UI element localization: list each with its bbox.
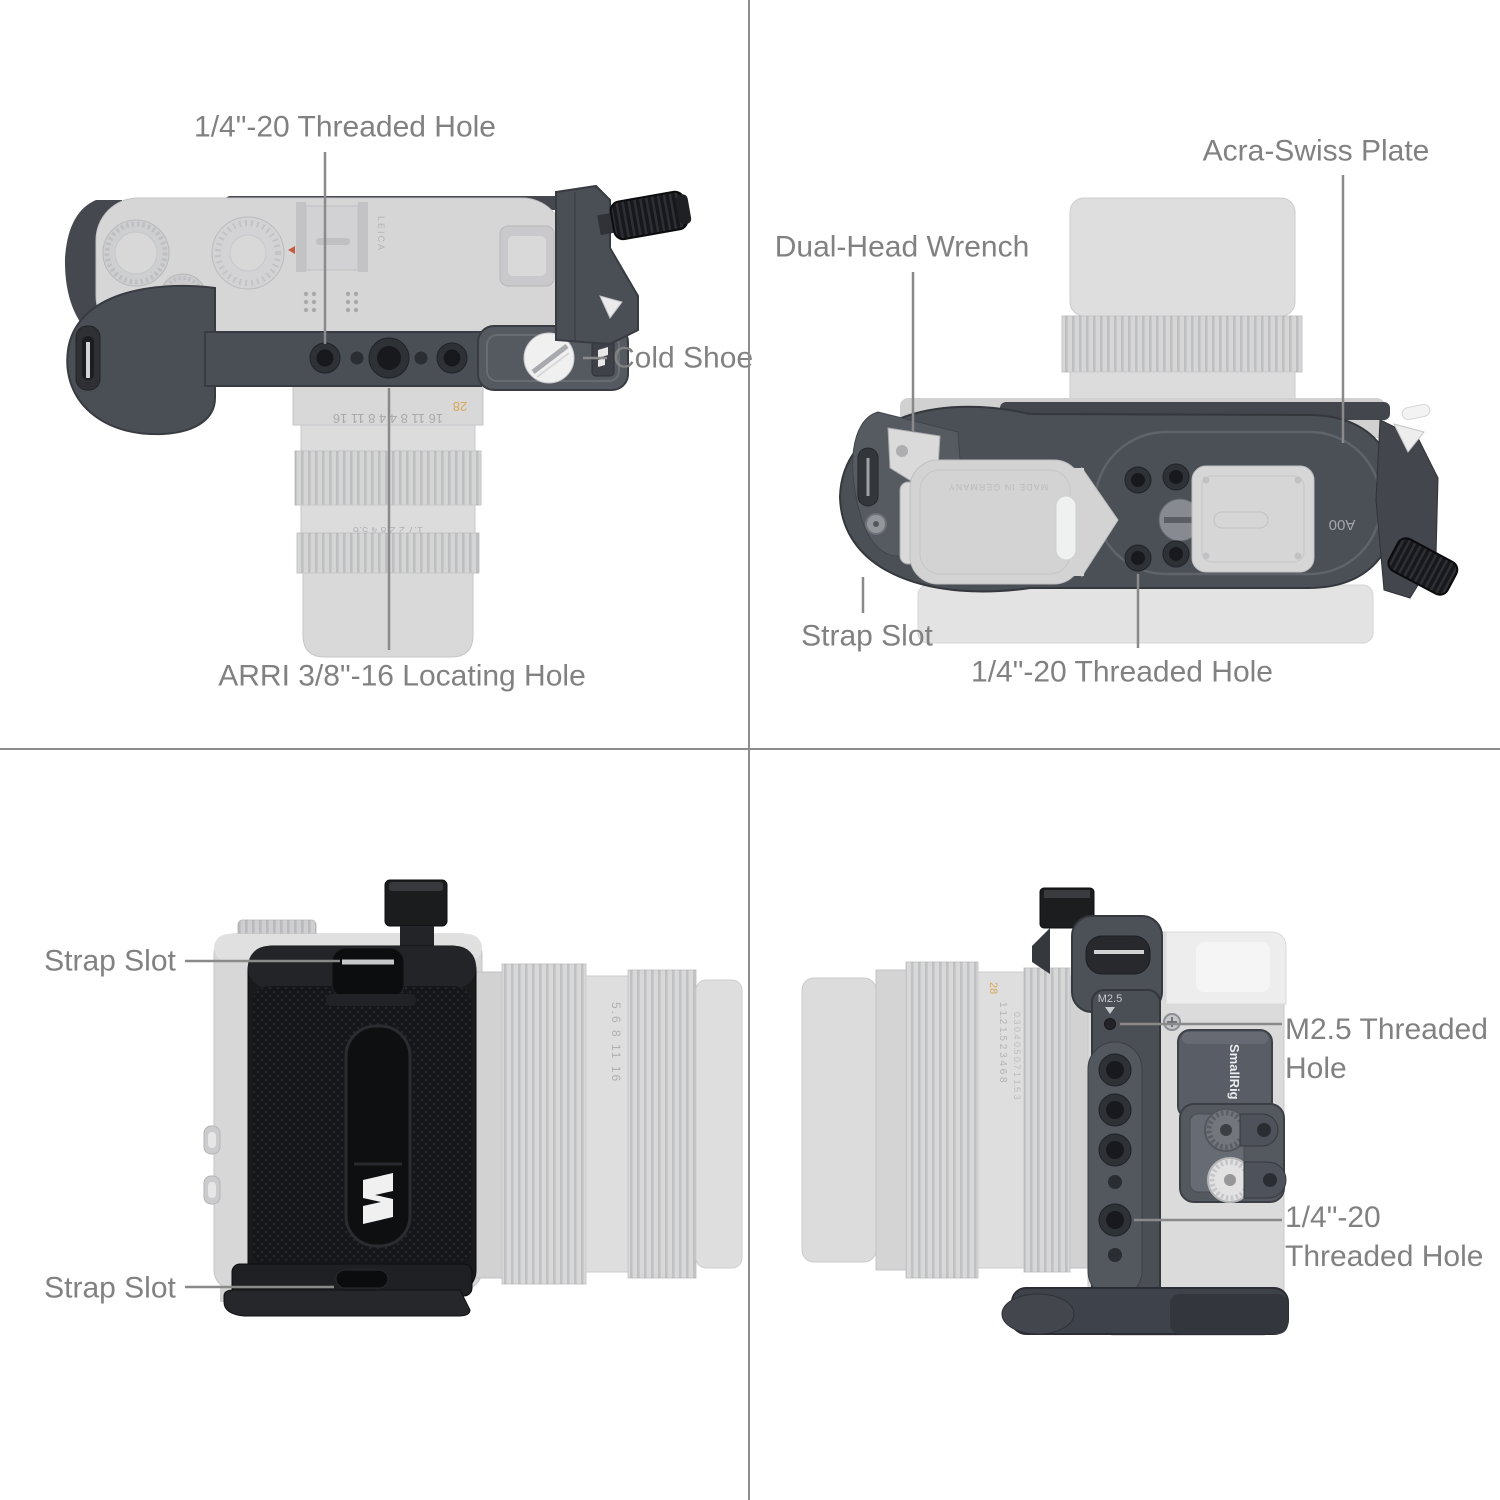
callout-lines-bottom-right (1120, 1022, 1282, 1222)
lens-ghost-bottom-view (1061, 197, 1303, 421)
lock-lever (1393, 423, 1425, 453)
bottom-rail (204, 331, 482, 387)
lens-focal-engraving: 28 (453, 399, 467, 414)
locating-pin-hole (350, 351, 364, 365)
base-skirt (223, 1289, 471, 1317)
dial-index-mark (288, 246, 295, 254)
thumbscrew-knob (1387, 537, 1459, 596)
strap-slot-opening (1085, 935, 1151, 975)
a00-engraving: A00 (1329, 516, 1356, 533)
callout-lines-top-left (323, 152, 607, 650)
label-m25-threaded-hole: M2.5 Threaded Hole (1285, 1010, 1488, 1088)
lens-scale-engraving: 5.6 8 11 16 (609, 1002, 623, 1083)
door-finger-slot (1055, 495, 1077, 561)
lens-scale-engraving: 1 1.2 1.5 2 3 4 6 8 (997, 1002, 1008, 1083)
top-view-illustration: 16 11 8 4 4 8 11 16 28 1.7 2 2.8 4 5.6 (64, 152, 692, 658)
locating-pin-hole (414, 351, 428, 365)
locating-pin-hole (1108, 1175, 1122, 1189)
label-strap-slot-bottom-view: Strap Slot (801, 619, 933, 653)
m25-engraving: M2.5 (1098, 993, 1122, 1005)
lens-ghost-side: 5.6 8 11 16 (475, 963, 743, 1285)
speaker-holes (303, 291, 359, 313)
smallrig-engraving: SmallRig (1227, 1044, 1242, 1100)
label-quarter20-line1: 1/4"-20 (1285, 1201, 1381, 1234)
leica-engraving: LEICA (376, 216, 386, 252)
label-arri-hole: ARRI 3/8"-16 Locating Hole (218, 659, 586, 693)
l-bracket-top-view (66, 184, 692, 436)
callout-lines-bottom-left (185, 959, 340, 1289)
m25-threaded-hole (1104, 1018, 1116, 1030)
grip-bulge (66, 285, 216, 436)
baseplate-foot (1001, 1293, 1075, 1335)
label-threaded-hole-bottom-view: 1/4"-20 Threaded Hole (971, 655, 1273, 689)
m25-pointer-mark (1105, 1007, 1115, 1014)
label-acra-swiss-plate: Acra-Swiss Plate (1202, 134, 1430, 168)
hot-shoe-rail (296, 202, 306, 272)
release-latch (1401, 403, 1431, 421)
label-m25-line1: M2.5 Threaded (1285, 1013, 1488, 1046)
callout-lines-top-right (861, 175, 1345, 648)
side-cage: M2.5 SmallRig (1001, 887, 1289, 1335)
camera-front-ghost (917, 584, 1374, 644)
label-m25-line2: Hole (1285, 1052, 1347, 1085)
cage-side-view-illustration: 28 1 1.2 1.5 2 3 4 6 8 0.3 0.4 0.5 0.7 1… (801, 887, 1289, 1336)
bottom-view-illustration: MADE IN GERMANY A00 (838, 175, 1459, 648)
lock-lever (599, 295, 623, 319)
label-threaded-hole-top: 1/4"-20 Threaded Hole (194, 110, 496, 144)
label-quarter20-line2: Threaded Hole (1285, 1240, 1484, 1273)
strap-slot-opening (331, 947, 405, 999)
label-strap-slot-grip-top: Strap Slot (44, 944, 176, 978)
horizontal-divider (0, 748, 1500, 750)
hot-shoe-rail (358, 202, 368, 272)
lens-ghost-right-view: 28 1 1.2 1.5 2 3 4 6 8 0.3 0.4 0.5 0.7 1… (801, 961, 1097, 1279)
strap-slot-bottom-opening (335, 1269, 389, 1289)
label-cold-shoe: Cold Shoe (613, 341, 754, 375)
baseplate-bottom-view: MADE IN GERMANY A00 (838, 403, 1459, 599)
acra-swiss-plate (1191, 465, 1315, 573)
smallrig-logo-icon (363, 1173, 393, 1224)
lens-scale-engraving: 0.3 0.4 0.5 0.7 1 1.5 3 (1012, 1012, 1022, 1100)
label-strap-slot-grip-bottom: Strap Slot (44, 1271, 176, 1305)
grip-side-view-illustration: 5.6 8 11 16 (185, 879, 743, 1317)
black-grip (223, 879, 477, 1317)
label-quarter20-threaded-hole: 1/4"-20 Threaded Hole (1285, 1198, 1483, 1276)
vertical-divider (748, 0, 750, 1500)
lens-focal-engraving: 28 (987, 982, 999, 994)
grip-slot-window (344, 1024, 412, 1248)
label-dual-head-wrench: Dual-Head Wrench (774, 230, 1030, 264)
locating-pin-hole (1108, 1248, 1122, 1262)
thumbscrew-knob (597, 190, 692, 241)
made-in-germany-engraving: MADE IN GERMANY (948, 482, 1049, 492)
